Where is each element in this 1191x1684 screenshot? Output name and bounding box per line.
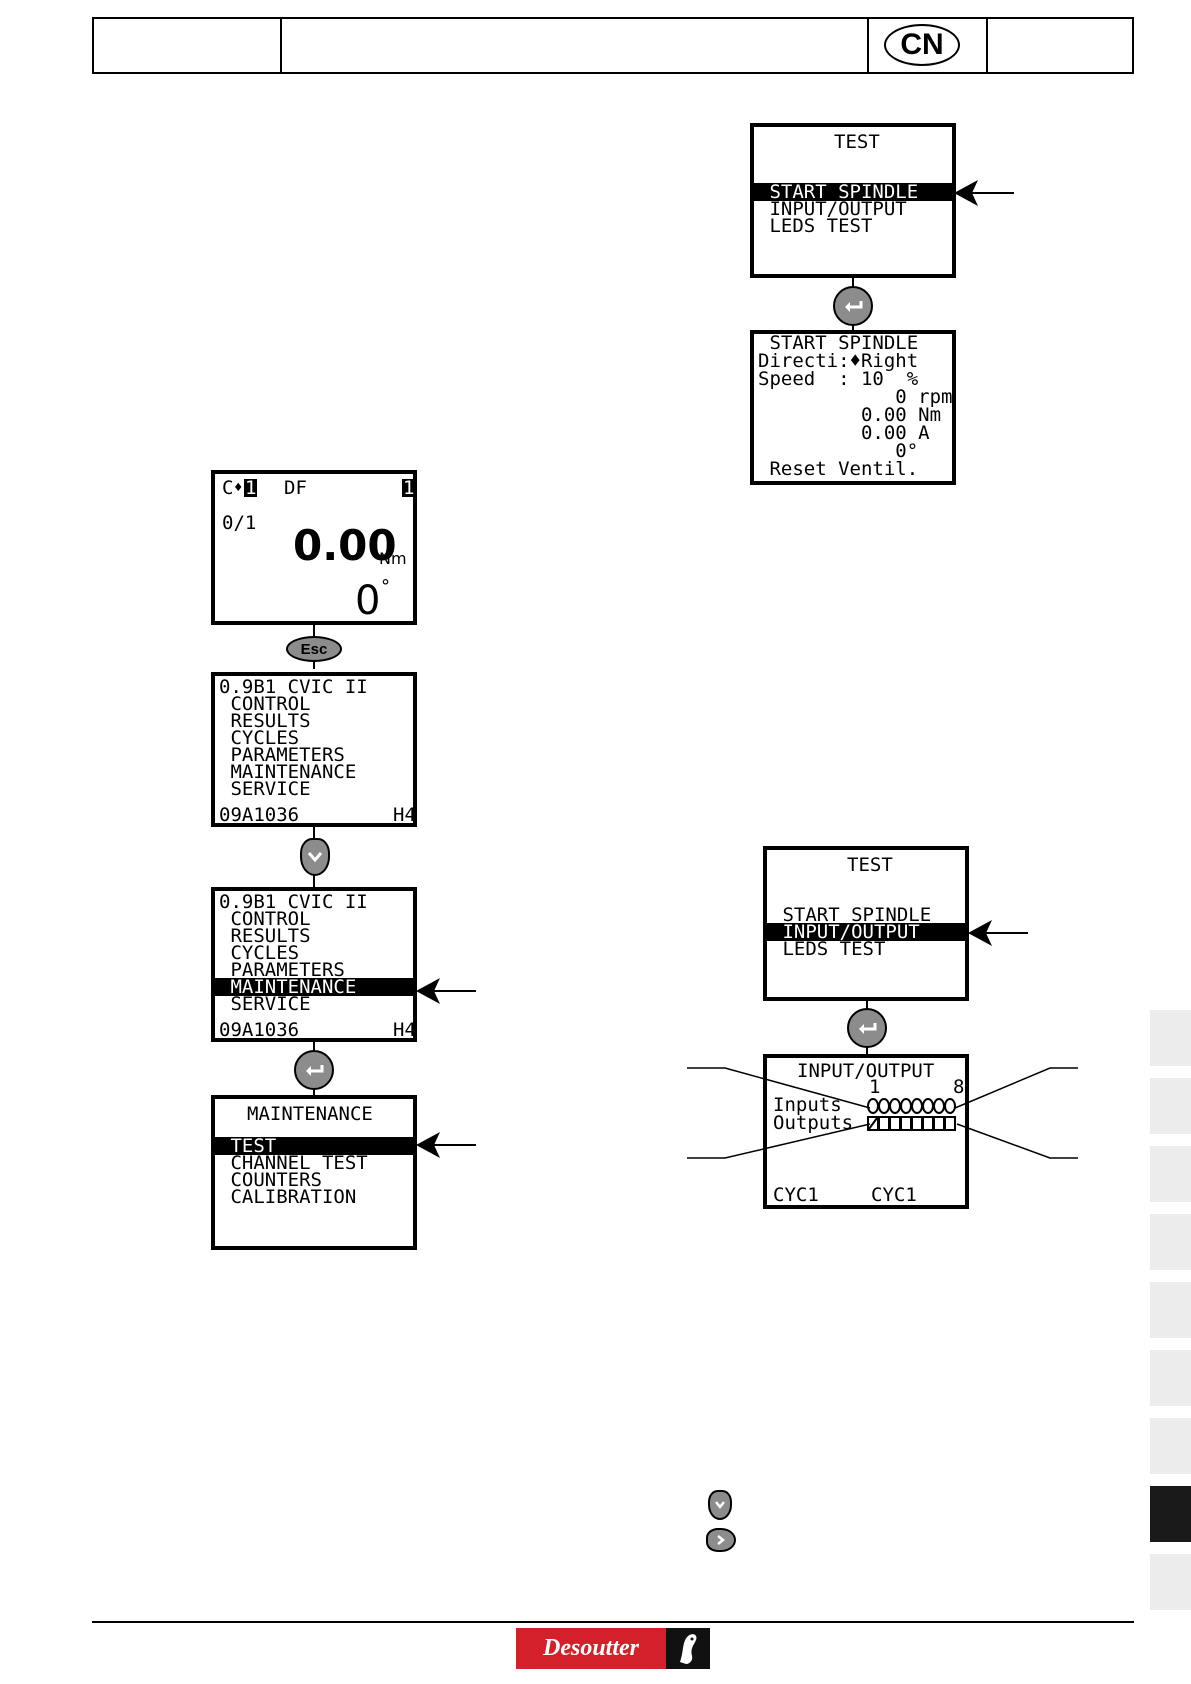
angle-value: 0 <box>355 578 381 624</box>
brand-wordmark: Desoutter <box>516 1628 666 1669</box>
lcd-main-menu-selected: 0.9B1 CVIC II CONTROL RESULTS CYCLES PAR… <box>211 887 417 1042</box>
torque-value: 0.00 <box>293 521 397 570</box>
angle-unit: ° <box>381 576 390 597</box>
down-arrow-key[interactable] <box>708 1490 732 1520</box>
io-status-indicators <box>867 1098 956 1131</box>
menu-line: CHANNEL TEST <box>219 1152 368 1174</box>
menu-line: COUNTERS <box>219 1169 322 1191</box>
chevron-down-icon <box>307 852 323 863</box>
menu-line: INPUT/OUTPUT <box>767 923 965 942</box>
mode-label: DF <box>284 477 307 499</box>
side-tab[interactable] <box>1150 1010 1191 1066</box>
screen-title: INPUT/OUTPUT <box>797 1060 935 1082</box>
outputs-label: Outputs <box>773 1112 854 1134</box>
menu-line: CYCLES <box>219 942 300 964</box>
hardware-code: H4 <box>393 1019 416 1041</box>
diamond-icon: ♦ <box>234 480 243 496</box>
hardware-code: H4 <box>393 804 416 826</box>
screen-title: TEST <box>834 131 880 153</box>
menu-line: LEDS TEST <box>758 215 873 237</box>
menu-line: Reset Ventil. <box>758 458 919 480</box>
side-tab[interactable] <box>1150 1350 1191 1406</box>
menu-line: RESULTS <box>219 925 311 947</box>
enter-key[interactable] <box>833 286 873 326</box>
enter-arrow-icon <box>859 1023 877 1034</box>
pointer-arrow-input-output <box>966 918 1030 952</box>
esc-key[interactable]: Esc <box>286 636 342 662</box>
menu-line: MAINTENANCE <box>215 978 413 997</box>
menu-line: CALIBRATION <box>219 1186 357 1208</box>
lcd-main-screen: C ♦ 1 DF 1 0/1 0.00 Nm 0 ° <box>211 470 417 625</box>
menu-line: CYCLES <box>219 727 300 749</box>
chevron-right-icon <box>717 1535 726 1545</box>
lcd-main-menu: 0.9B1 CVIC II CONTROL RESULTS CYCLES PAR… <box>211 672 417 827</box>
menu-line: START SPINDLE <box>754 183 952 202</box>
right-arrow-key[interactable] <box>706 1528 736 1552</box>
lcd-maintenance-menu: MAINTENANCE TEST CHANNEL TEST COUNTERS C… <box>211 1095 417 1250</box>
pointer-arrow-start-spindle <box>952 178 1016 212</box>
serial-number: 09A1036 <box>219 1019 300 1041</box>
status-channel: 1 <box>244 477 258 499</box>
menu-line: 0.9B1 CVIC II <box>219 676 368 698</box>
menu-line: CONTROL <box>219 908 311 930</box>
menu-line: 0.00 Nm <box>758 404 942 426</box>
menu-line: START SPINDLE <box>758 332 919 354</box>
status-right: 1 <box>402 477 416 499</box>
menu-line: 0.00 A <box>758 422 930 444</box>
first-channel-number: 1 <box>869 1076 881 1098</box>
menu-line: INPUT/OUTPUT <box>758 198 907 220</box>
io-callout-lines <box>687 1067 1078 1159</box>
pointer-arrow-test <box>414 1130 478 1164</box>
screen-title: TEST <box>847 854 893 876</box>
enter-arrow-icon <box>306 1065 324 1076</box>
cycle-left: CYC1 <box>773 1184 819 1206</box>
side-tab-active[interactable] <box>1150 1486 1191 1542</box>
side-tab[interactable] <box>1150 1146 1191 1202</box>
down-arrow-key[interactable] <box>300 838 330 876</box>
enter-key[interactable] <box>294 1050 334 1090</box>
brand-bird-icon <box>666 1628 710 1669</box>
menu-line: SERVICE <box>219 993 311 1015</box>
pointer-arrow-maintenance <box>414 976 478 1010</box>
last-channel-number: 8 <box>953 1076 965 1098</box>
menu-line: PARAMETERS <box>219 744 345 766</box>
esc-key-label: Esc <box>300 640 328 658</box>
menu-line: Directi:♦Right <box>758 350 919 372</box>
menu-line: Speed : 10 % <box>758 368 919 390</box>
menu-line: PARAMETERS <box>219 959 345 981</box>
menu-line: SERVICE <box>219 778 311 800</box>
language-badge: CN <box>884 24 960 66</box>
inputs-label: Inputs <box>773 1094 842 1116</box>
cycle-right: CYC1 <box>871 1184 917 1206</box>
side-tab[interactable] <box>1150 1418 1191 1474</box>
menu-line: MAINTENANCE <box>219 761 357 783</box>
footer-rule <box>92 1621 1134 1623</box>
side-tab[interactable] <box>1150 1282 1191 1338</box>
count-value: 0/1 <box>222 512 257 534</box>
menu-line: CONTROL <box>219 693 311 715</box>
menu-line: START SPINDLE <box>771 904 932 926</box>
screen-title: MAINTENANCE <box>247 1103 373 1125</box>
page-header <box>92 17 1134 74</box>
enter-key[interactable] <box>847 1008 887 1048</box>
enter-arrow-icon <box>845 301 863 312</box>
menu-line: RESULTS <box>219 710 311 732</box>
menu-line: TEST <box>215 1137 413 1156</box>
brand-logo: Desoutter <box>516 1628 710 1669</box>
lcd-input-output: INPUT/OUTPUT 1 8 Inputs Outputs CYC1 CYC… <box>763 1054 969 1209</box>
lcd-test-menu-io: TEST START SPINDLE INPUT/OUTPUT LEDS TES… <box>763 846 969 1001</box>
status-left: C <box>222 477 234 499</box>
chevron-down-icon <box>715 1501 725 1510</box>
side-tab[interactable] <box>1150 1078 1191 1134</box>
lcd-test-menu: TEST START SPINDLE INPUT/OUTPUT LEDS TES… <box>750 123 956 278</box>
side-tab[interactable] <box>1150 1554 1191 1610</box>
torque-unit: Nm <box>379 549 407 568</box>
menu-line: 0.9B1 CVIC II <box>219 891 368 913</box>
serial-number: 09A1036 <box>219 804 300 826</box>
menu-line: LEDS TEST <box>771 938 886 960</box>
menu-line: 0 rpm <box>758 386 953 408</box>
side-tab[interactable] <box>1150 1214 1191 1270</box>
menu-line: 0° <box>758 440 919 462</box>
